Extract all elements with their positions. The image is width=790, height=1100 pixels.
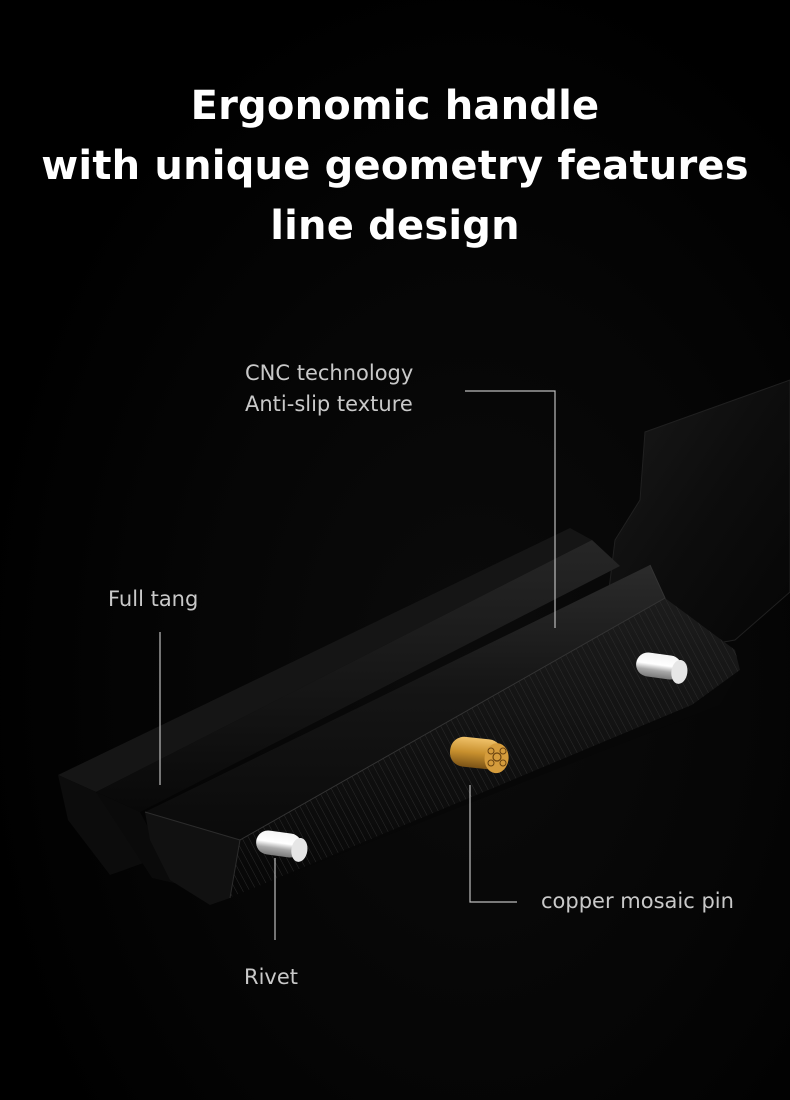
- callout-copper-mosaic-pin: copper mosaic pin: [541, 889, 734, 913]
- back-handle-scale: [58, 528, 592, 875]
- rivet-pin-left: [256, 830, 308, 862]
- callout-anti-slip-texture: Anti-slip texture: [245, 392, 413, 416]
- callout-cnc-technology: CNC technology: [245, 361, 414, 385]
- headline-line-1: Ergonomic handle: [190, 83, 600, 129]
- copper-mosaic-pin: [449, 736, 509, 774]
- leader-line-cnc: [465, 390, 556, 628]
- headline-line-3: line design: [270, 203, 520, 249]
- leader-line-copper-pin: [469, 785, 517, 903]
- headline-line-2: with unique geometry features: [41, 143, 749, 189]
- full-tang-layer: [96, 540, 620, 884]
- callout-rivet: Rivet: [244, 965, 299, 989]
- callout-full-tang: Full tang: [108, 587, 199, 611]
- rivet-pin-right: [636, 652, 688, 684]
